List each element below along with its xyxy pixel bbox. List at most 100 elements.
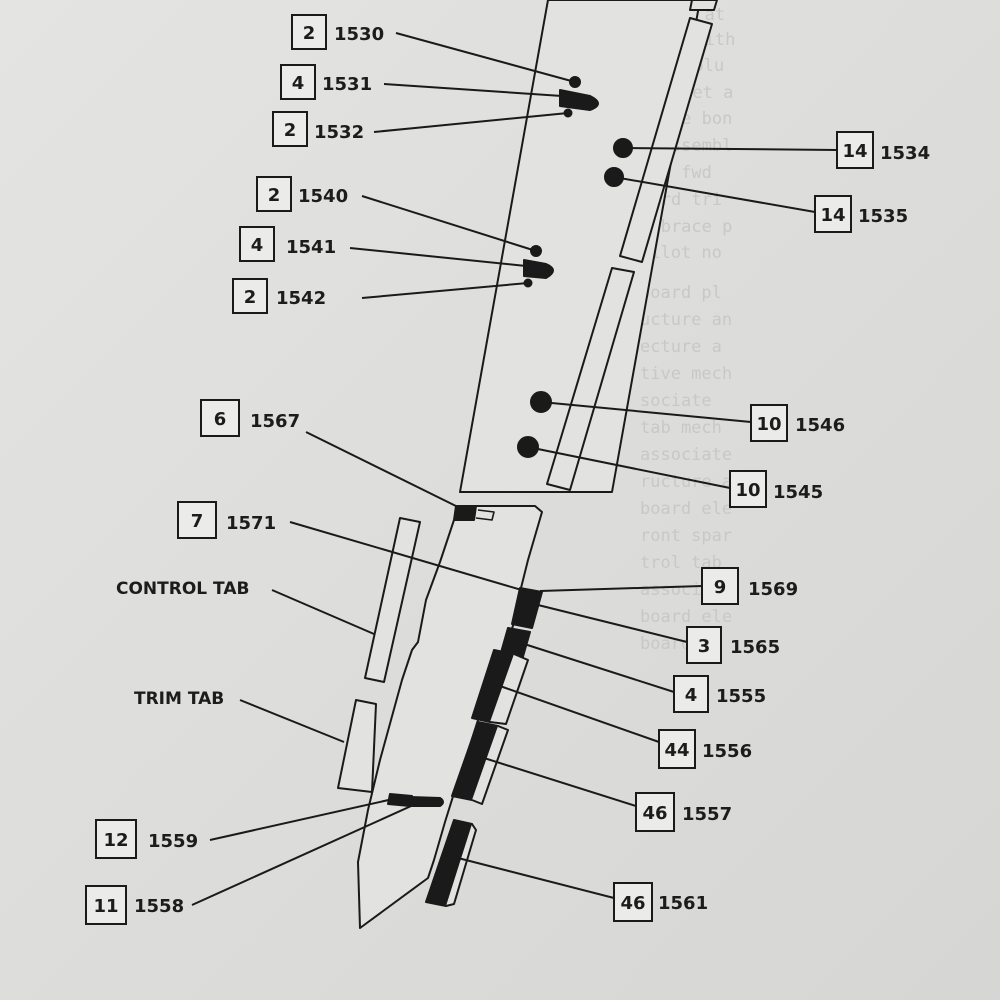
hinge-bracket	[453, 505, 477, 521]
callout-1530: 2 1530	[291, 14, 384, 50]
part-number: 1557	[682, 804, 732, 825]
callout-1532: 2 1532	[272, 111, 364, 147]
callout-1561: 46 1561	[613, 882, 708, 922]
leader-1534	[622, 147, 838, 151]
qty-text: 3	[698, 636, 711, 657]
qty-text: 14	[820, 205, 845, 226]
control-tab-label: CONTROL TAB	[116, 579, 249, 599]
part-number: 1559	[148, 831, 198, 852]
hinge-doubler-1561	[445, 823, 477, 907]
part-number: 1531	[322, 74, 372, 95]
callout-1531: 4 1531	[280, 64, 372, 100]
bleed-line: sociate	[640, 391, 712, 411]
leader-1567	[305, 431, 461, 509]
part-number: 1541	[286, 237, 336, 258]
bleed-line: pilot no	[640, 243, 722, 263]
callout-1571: 7 1571	[177, 501, 276, 539]
bolt-1531	[559, 89, 599, 111]
leader-1555	[517, 641, 675, 693]
part-number: 1540	[298, 186, 348, 207]
leader-1565	[533, 603, 688, 643]
bleed-line: tab mech	[640, 418, 722, 438]
part-number: 1558	[134, 896, 184, 917]
spar-block-1569	[511, 587, 543, 629]
qty-text: 2	[244, 287, 257, 308]
part-number: 1542	[276, 288, 326, 309]
qty-text: 46	[620, 893, 645, 914]
leader-1561	[457, 857, 615, 899]
qty-text: 4	[685, 685, 698, 706]
lower-panel-outline	[357, 505, 543, 929]
leader-lines	[191, 32, 838, 906]
bleed-line: associate	[640, 445, 732, 465]
leader-1542	[361, 282, 529, 299]
qty-text: 4	[251, 235, 264, 256]
qty-text: 46	[642, 803, 667, 824]
callout-1545: 10 1545	[729, 470, 823, 508]
part-number: 1571	[226, 513, 276, 534]
part-number: 1569	[748, 579, 798, 600]
hinge-doubler-1557	[471, 725, 509, 805]
leader-1545	[527, 446, 731, 489]
part-number: 1567	[250, 411, 300, 432]
part-number: 1546	[795, 415, 845, 436]
callout-1534: 14 1534	[836, 131, 930, 169]
bleed-line: ront spar	[640, 526, 732, 546]
trim-tab-outline	[337, 699, 377, 793]
qty-text: 7	[191, 511, 204, 532]
callout-1557: 46 1557	[635, 792, 732, 832]
bleed-line: board ele	[640, 499, 732, 519]
part-number: 1532	[314, 122, 364, 143]
callout-1546: 10 1546	[750, 404, 845, 442]
bleed-line: ructure a	[640, 472, 732, 492]
callout-1541: 4 1541	[239, 226, 336, 262]
qty-text: 10	[735, 480, 760, 501]
bleed-line: tive mech	[640, 364, 732, 384]
part-number: 1534	[880, 143, 930, 164]
part-number: 1535	[858, 206, 908, 227]
part-callouts: 2 1530 4 1531 2 1532 2 1540 4 1541 2 154…	[85, 14, 930, 925]
qty-text: 14	[842, 141, 867, 162]
leader-1557	[483, 757, 637, 807]
qty-text: 9	[714, 577, 727, 598]
leader-1558	[191, 801, 421, 906]
qty-text: 2	[303, 23, 316, 44]
leader-1556	[499, 685, 660, 743]
leader-1530	[395, 32, 576, 83]
part-number: 1555	[716, 686, 766, 707]
leader-1535	[613, 176, 816, 213]
callout-1540: 2 1540	[256, 176, 348, 212]
leader-trim-tab	[239, 699, 345, 743]
hinge-bracket-clip	[475, 509, 495, 521]
aileron-assembly-drawing	[337, 0, 718, 929]
part-number: 1565	[730, 637, 780, 658]
leader-control-tab	[271, 589, 375, 635]
bleed-line: ucture an	[640, 310, 732, 330]
bleed-line: ecture a	[640, 337, 722, 357]
part-number: 1556	[702, 741, 752, 762]
part-number: 1561	[658, 893, 708, 914]
upper-panel-outline	[459, 0, 701, 493]
callout-1555: 4 1555	[673, 675, 766, 713]
callout-1559: 12 1559	[95, 819, 198, 859]
lower-trailing-strip	[546, 267, 635, 491]
callout-1567: 6 1567	[200, 399, 300, 437]
callout-1542: 2 1542	[232, 278, 326, 314]
upper-trailing-strip-top	[689, 0, 718, 11]
leader-1540	[361, 195, 537, 252]
callout-1565: 3 1565	[686, 626, 780, 664]
qty-text: 12	[103, 830, 128, 851]
callout-1535: 14 1535	[814, 195, 908, 233]
leader-1532	[373, 112, 569, 133]
callout-1556: 44 1556	[658, 729, 752, 769]
qty-text: 4	[292, 73, 305, 94]
qty-text: 11	[93, 896, 118, 917]
bleed-line: board ele	[640, 607, 732, 627]
part-number: 1545	[773, 482, 823, 503]
leader-1546	[540, 401, 752, 423]
callout-1558: 11 1558	[85, 885, 184, 925]
qty-text: 2	[284, 120, 297, 141]
upper-trailing-strip	[619, 17, 713, 263]
